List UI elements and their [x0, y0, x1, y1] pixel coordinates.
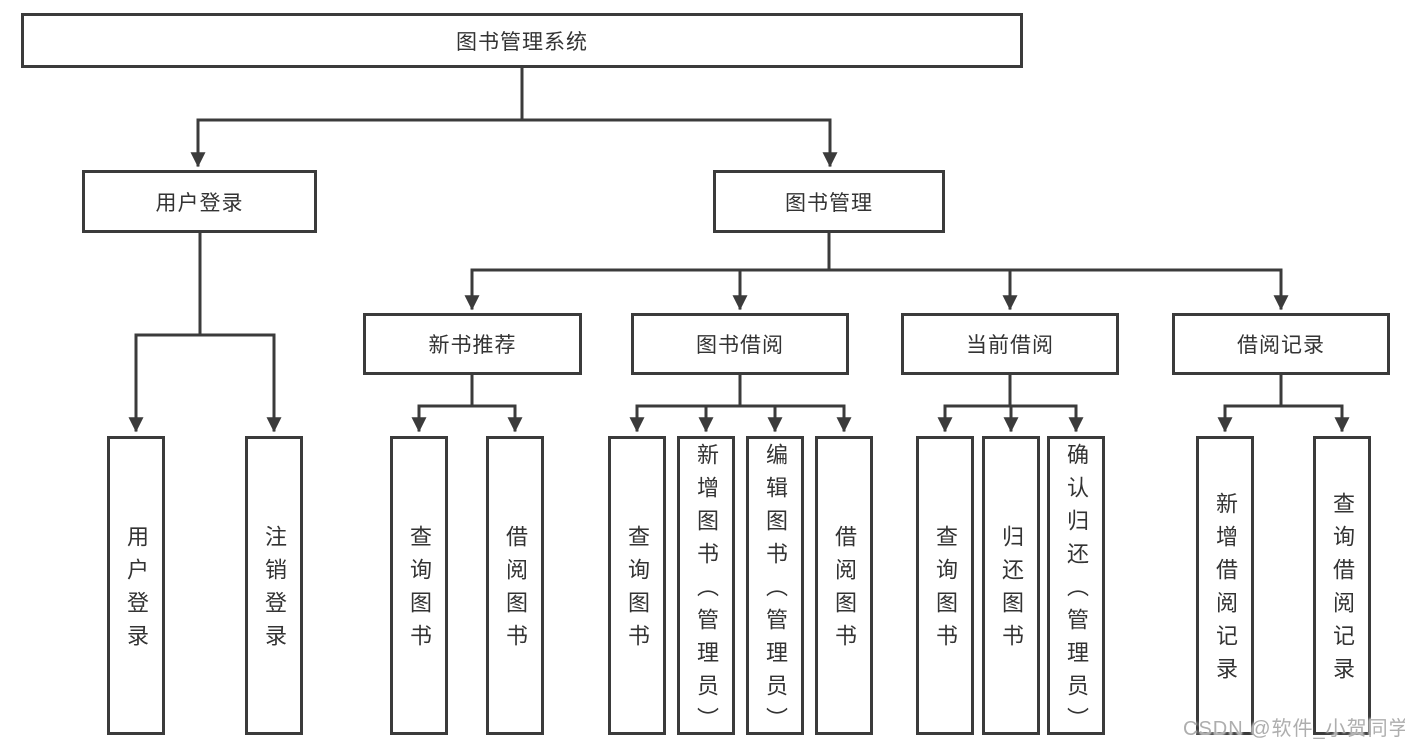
- node-leaf-cb-confirm: 确认归还（管理员）: [1047, 436, 1105, 740]
- node-leaf-cb-query: 查询图书: [916, 436, 974, 735]
- csdn-watermark: CSDN @软件_小贺同学: [1183, 718, 1405, 740]
- node-leaf-bb-add: 新增图书（管理员）: [677, 436, 735, 740]
- node-root: 图书管理系统: [21, 13, 1023, 68]
- node-book-mgmt-label: 图书管理: [785, 191, 873, 215]
- node-current-borrow: 当前借阅: [901, 313, 1119, 375]
- connector-trunks-and-bars: [134, 66, 1344, 408]
- node-leaf-bb-borrow: 借阅图书: [815, 436, 873, 735]
- node-leaf-cb-return: 归还图书: [982, 436, 1040, 735]
- node-leaf-cb-return-label: 归还图书: [999, 525, 1024, 657]
- node-leaf-nbr-borrow: 借阅图书: [486, 436, 544, 735]
- node-leaf-cb-confirm-label: 确认归还（管理员）: [1064, 442, 1089, 740]
- node-leaf-bb-add-label: 新增图书（管理员）: [694, 442, 719, 740]
- node-new-book-rec-label: 新书推荐: [428, 334, 517, 357]
- node-leaf-logout: 注销登录: [245, 436, 303, 735]
- node-book-borrow: 图书借阅: [631, 313, 849, 375]
- node-user-login-label: 用户登录: [155, 191, 244, 215]
- node-leaf-br-add-label: 新增借阅记录: [1213, 492, 1238, 690]
- node-book-mgmt: 图书管理: [713, 170, 945, 233]
- node-book-borrow-label: 图书借阅: [696, 334, 784, 357]
- node-leaf-br-add: 新增借阅记录: [1196, 436, 1254, 735]
- node-user-login: 用户登录: [82, 170, 317, 233]
- node-leaf-bb-query: 查询图书: [608, 436, 666, 735]
- node-leaf-br-query: 查询借阅记录: [1313, 436, 1371, 735]
- node-borrow-record-label: 借阅记录: [1237, 334, 1325, 357]
- node-leaf-bb-edit: 编辑图书（管理员）: [746, 436, 804, 740]
- node-leaf-bb-edit-label: 编辑图书（管理员）: [763, 442, 788, 740]
- node-leaf-br-query-label: 查询借阅记录: [1330, 492, 1355, 690]
- node-leaf-bb-query-label: 查询图书: [625, 525, 650, 657]
- node-root-label: 图书管理系统: [456, 30, 588, 54]
- node-new-book-rec: 新书推荐: [363, 313, 582, 375]
- node-leaf-logout-label: 注销登录: [262, 525, 287, 657]
- node-current-borrow-label: 当前借阅: [966, 334, 1054, 357]
- node-leaf-nbr-query-label: 查询图书: [407, 525, 432, 657]
- node-borrow-record: 借阅记录: [1172, 313, 1390, 375]
- node-leaf-nbr-query: 查询图书: [390, 436, 448, 735]
- node-leaf-cb-query-label: 查询图书: [933, 525, 958, 657]
- node-leaf-nbr-borrow-label: 借阅图书: [503, 525, 528, 657]
- node-leaf-bb-borrow-label: 借阅图书: [832, 525, 857, 657]
- node-leaf-user-login-label: 用户登录: [124, 525, 149, 657]
- node-leaf-user-login: 用户登录: [107, 436, 165, 735]
